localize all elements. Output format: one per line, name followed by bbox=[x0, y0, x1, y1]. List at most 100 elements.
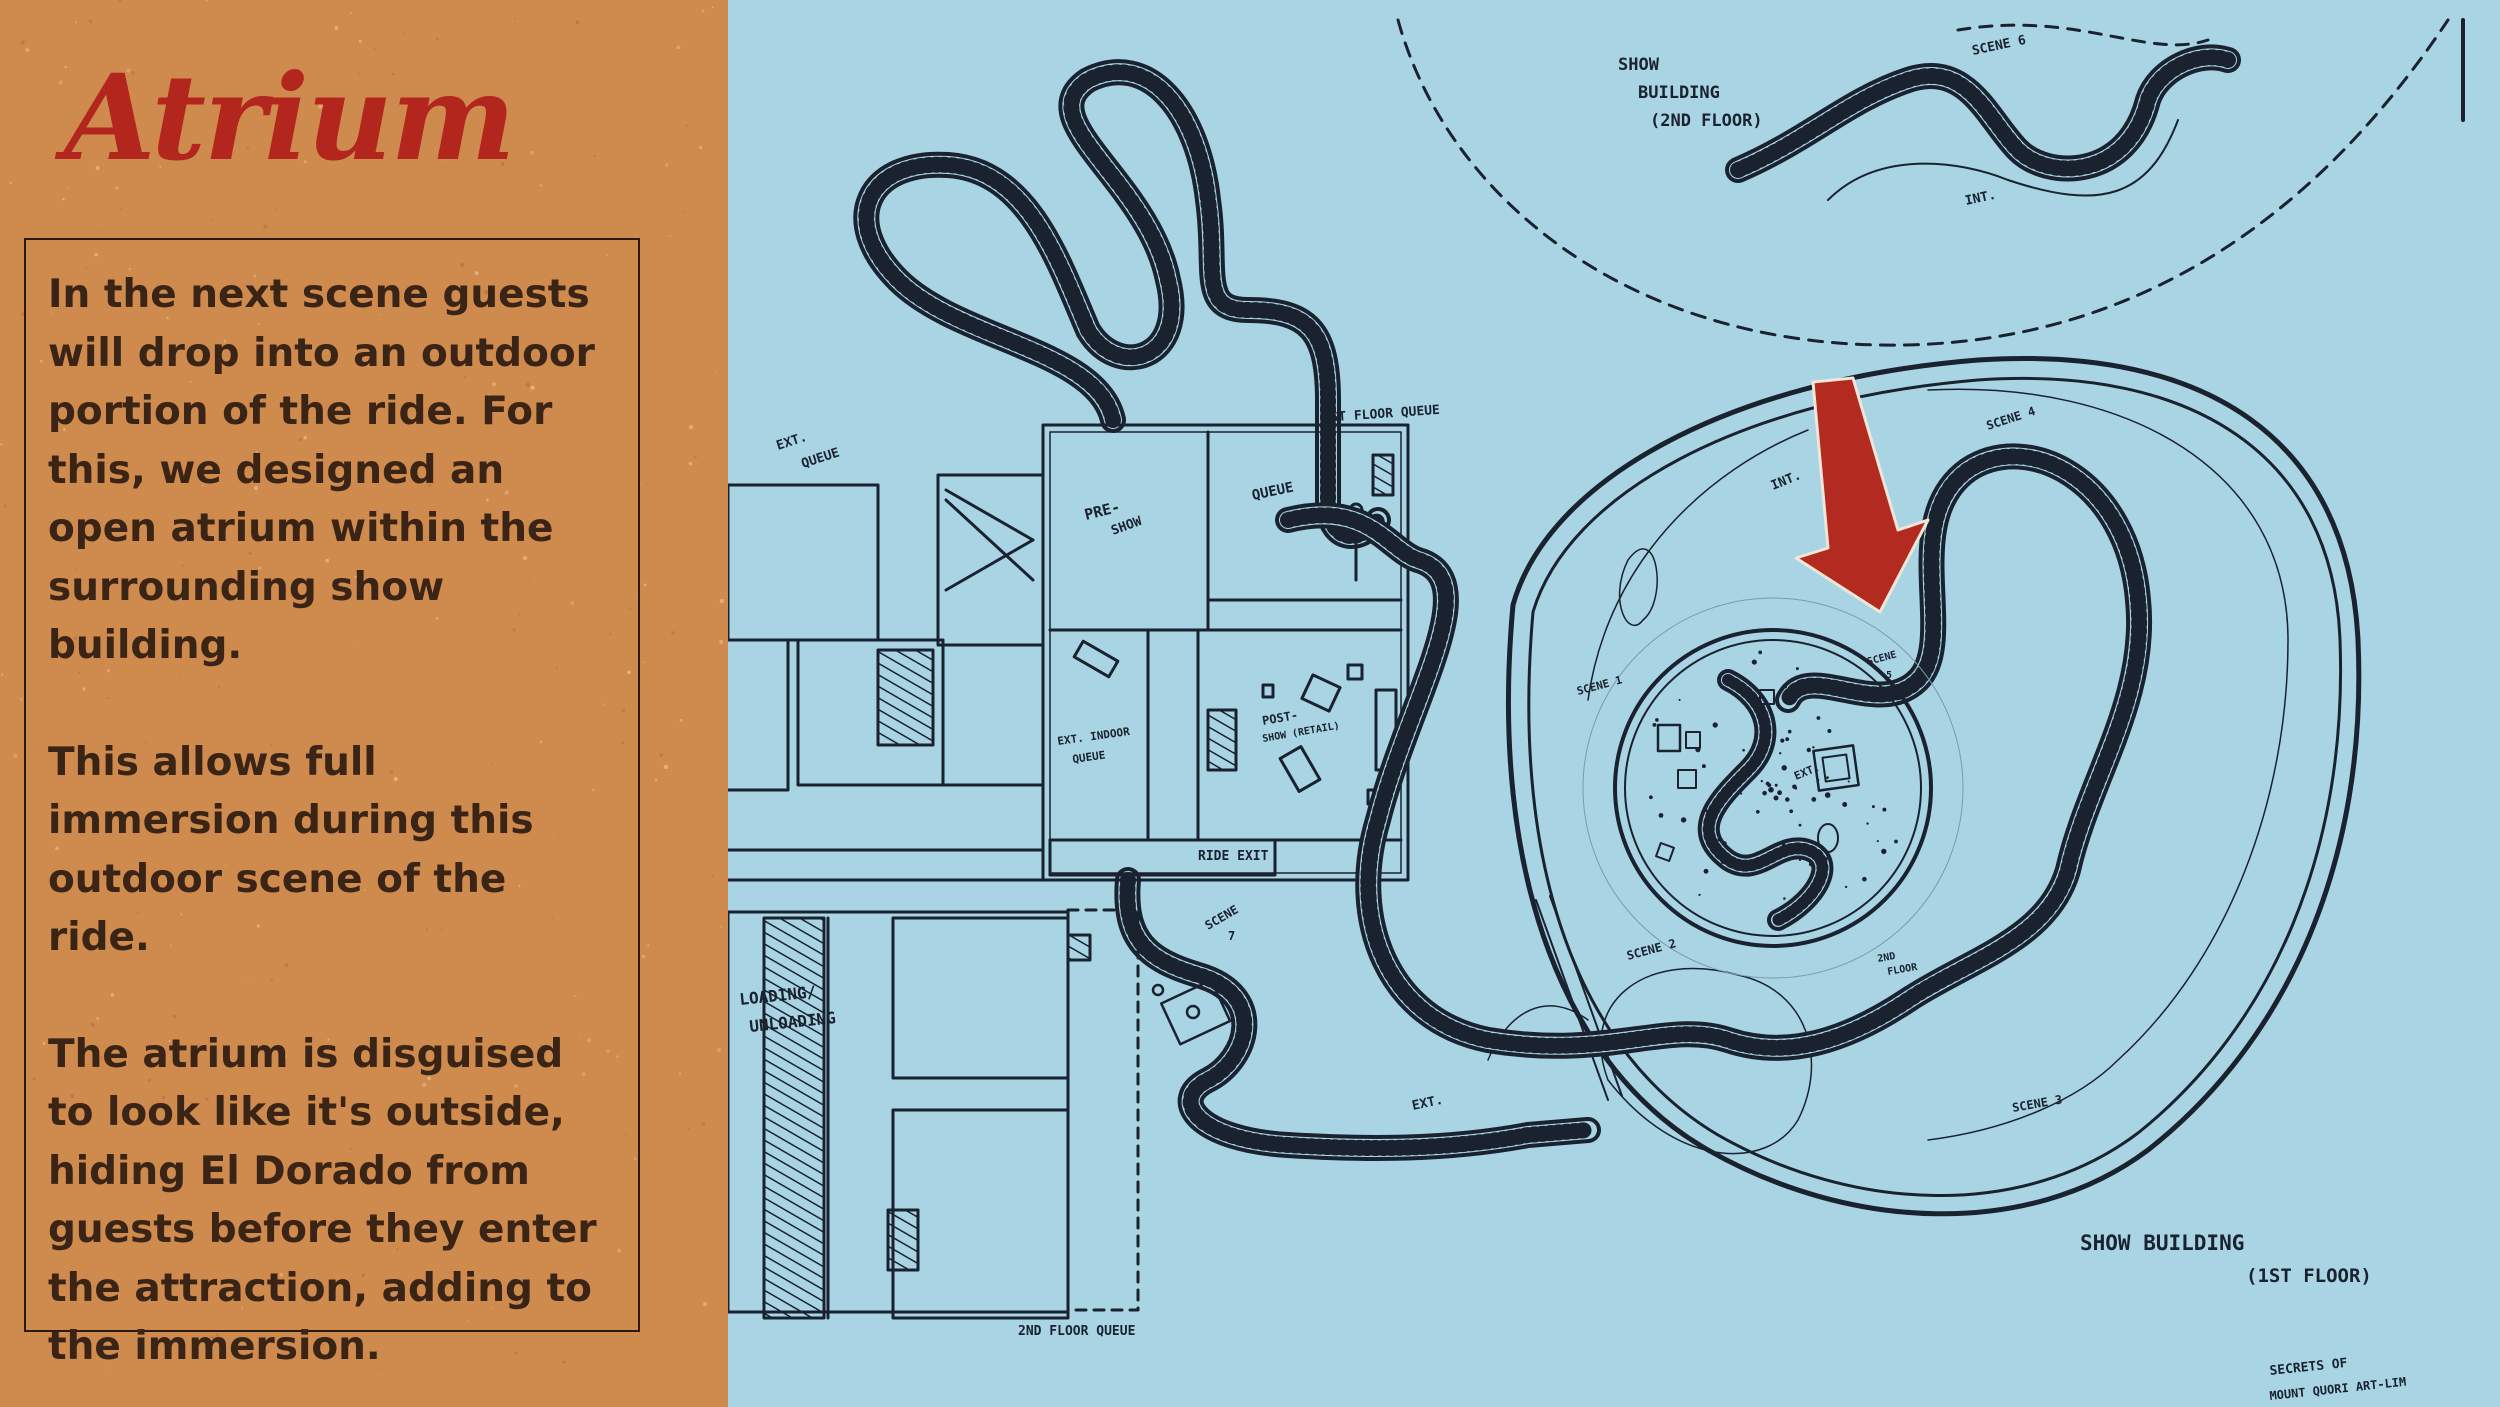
label-show-building-1st-l2: (1ST FLOOR) bbox=[2246, 1265, 2372, 1287]
speckle-dot bbox=[209, 870, 213, 873]
foliage-dot bbox=[1812, 746, 1815, 749]
speckle-dot bbox=[249, 814, 252, 817]
speckle-dot bbox=[217, 686, 220, 689]
speckle-dot bbox=[42, 1042, 46, 1045]
speckle-dot bbox=[170, 944, 172, 947]
speckle-dot bbox=[462, 1046, 465, 1049]
speckle-dot bbox=[82, 687, 86, 691]
speckle-dot bbox=[720, 926, 722, 928]
speckle-dot bbox=[726, 19, 728, 21]
foliage-dot bbox=[1695, 747, 1701, 753]
speckle-dot bbox=[689, 425, 694, 430]
label-show-building-2nd-l1: SHOW bbox=[1618, 55, 1660, 75]
speckle-dot bbox=[118, 0, 122, 3]
speckle-dot bbox=[719, 598, 724, 604]
speckle-dot bbox=[570, 601, 575, 606]
speckle-dot bbox=[551, 917, 554, 920]
atrium-foliage-dots bbox=[1649, 650, 1898, 900]
signature-l1: SECRETS OF bbox=[2269, 1356, 2349, 1379]
speckle-dot bbox=[427, 1076, 431, 1081]
speckle-dot bbox=[609, 632, 612, 636]
speckle-dot bbox=[378, 313, 381, 316]
foliage-dot bbox=[1704, 808, 1708, 812]
speckle-dot bbox=[440, 928, 443, 930]
speckle-dot bbox=[269, 743, 273, 746]
speckle-dot bbox=[20, 40, 25, 45]
foliage-dot bbox=[1824, 792, 1831, 798]
label-scene-4: SCENE 4 bbox=[1985, 404, 2037, 433]
foliage-dot bbox=[1712, 722, 1718, 728]
description-box: In the next scene guests will drop into … bbox=[24, 238, 640, 1369]
speckle-dot bbox=[513, 17, 516, 20]
label-ext-bottom: EXT. bbox=[1411, 1093, 1445, 1114]
speckle-dot bbox=[539, 740, 543, 744]
label-ext-queue-l1: EXT. bbox=[775, 430, 809, 454]
foliage-dot bbox=[1758, 650, 1763, 655]
speckle-dot bbox=[514, 1351, 518, 1355]
label-scene-5-l1: SCENE bbox=[1866, 649, 1898, 667]
speckle-dot bbox=[711, 875, 714, 877]
speckle-dot bbox=[491, 1306, 494, 1309]
speckle-dot bbox=[322, 1343, 325, 1346]
foliage-dot bbox=[1652, 722, 1657, 727]
speckle-dot bbox=[255, 450, 258, 453]
speckle-dot bbox=[478, 104, 481, 106]
label-2nd-floor-marker-l1: 2ND bbox=[1877, 951, 1897, 965]
speckle-dot bbox=[100, 229, 103, 231]
speckle-dot bbox=[512, 628, 516, 632]
speckle-dot bbox=[491, 763, 494, 766]
foliage-dot bbox=[1798, 858, 1802, 862]
speckle-dot bbox=[78, 671, 81, 674]
foliage-dot bbox=[1755, 809, 1760, 814]
speckle-dot bbox=[106, 696, 109, 700]
speckle-dot bbox=[298, 437, 303, 442]
left-buildings bbox=[728, 473, 1045, 882]
speckle-dot bbox=[488, 394, 490, 396]
foliage-dot bbox=[1808, 862, 1814, 867]
foliage-dot bbox=[1780, 738, 1785, 743]
speckle-dot bbox=[389, 769, 394, 774]
speckle-dot bbox=[0, 443, 3, 446]
speckle-dot bbox=[116, 131, 120, 135]
slide-title: Atrium bbox=[64, 48, 516, 187]
speckle-dot bbox=[212, 173, 215, 175]
speckle-dot bbox=[161, 1095, 166, 1100]
speckle-dot bbox=[659, 1125, 661, 1128]
speckle-dot bbox=[136, 911, 139, 914]
foliage-dot bbox=[1754, 754, 1758, 758]
label-pre-show-l1: PRE- bbox=[1083, 498, 1122, 524]
speckle-dot bbox=[132, 1180, 135, 1183]
foliage-dot bbox=[1781, 765, 1787, 771]
foliage-dot bbox=[1862, 876, 1867, 882]
speckle-dot bbox=[703, 1302, 707, 1307]
speckle-dot bbox=[483, 290, 489, 295]
atrium-pointer-arrow bbox=[1794, 376, 1930, 614]
speckle-dot bbox=[552, 292, 555, 295]
speckle-dot bbox=[435, 37, 439, 41]
foliage-dot bbox=[1876, 840, 1879, 843]
label-post-show-l1: POST- bbox=[1261, 708, 1299, 728]
speckle-dot bbox=[650, 799, 652, 801]
speckle-dot bbox=[147, 1078, 152, 1082]
speckle-dot bbox=[518, 613, 521, 616]
speckle-dot bbox=[62, 197, 65, 201]
speckle-dot bbox=[509, 1100, 512, 1103]
speckle-dot bbox=[60, 588, 63, 590]
foliage-dot bbox=[1765, 781, 1770, 786]
speckle-dot bbox=[196, 830, 198, 833]
speckle-dot bbox=[628, 607, 632, 610]
speckle-dot bbox=[55, 846, 60, 851]
speckle-dot bbox=[625, 1134, 627, 1136]
speckle-dot bbox=[73, 636, 78, 640]
speckle-dot bbox=[715, 371, 717, 374]
speckle-dot bbox=[617, 1248, 621, 1253]
speckle-dot bbox=[130, 71, 136, 76]
speckle-dot bbox=[263, 224, 268, 229]
foliage-dot bbox=[1773, 795, 1779, 801]
speckle-dot bbox=[100, 1056, 103, 1059]
speckle-dot bbox=[166, 1167, 169, 1170]
speckle-dot bbox=[634, 597, 636, 599]
speckle-dot bbox=[575, 20, 580, 25]
foliage-dot bbox=[1789, 809, 1794, 814]
speckle-dot bbox=[358, 39, 362, 43]
